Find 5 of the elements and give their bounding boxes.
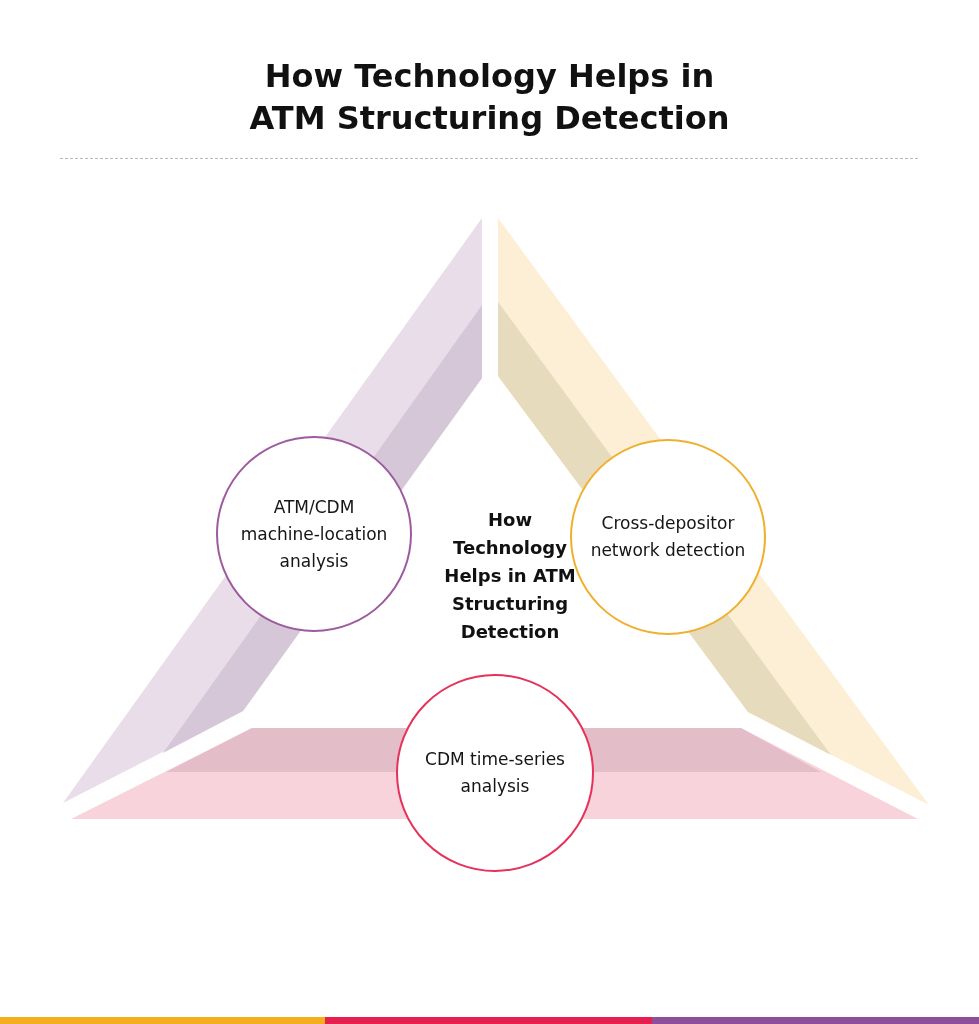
topic-text: ATM/CDM machine-location analysis: [239, 495, 389, 573]
title: How Technology Helps in ATM Structuring Detection: [248, 56, 731, 139]
center-heading: How Technology Helps in ATM Structuring Detection: [443, 508, 577, 644]
topic-text: Cross-depositor network detection: [589, 512, 747, 562]
topic-text: CDM time-series analysis: [424, 748, 566, 798]
